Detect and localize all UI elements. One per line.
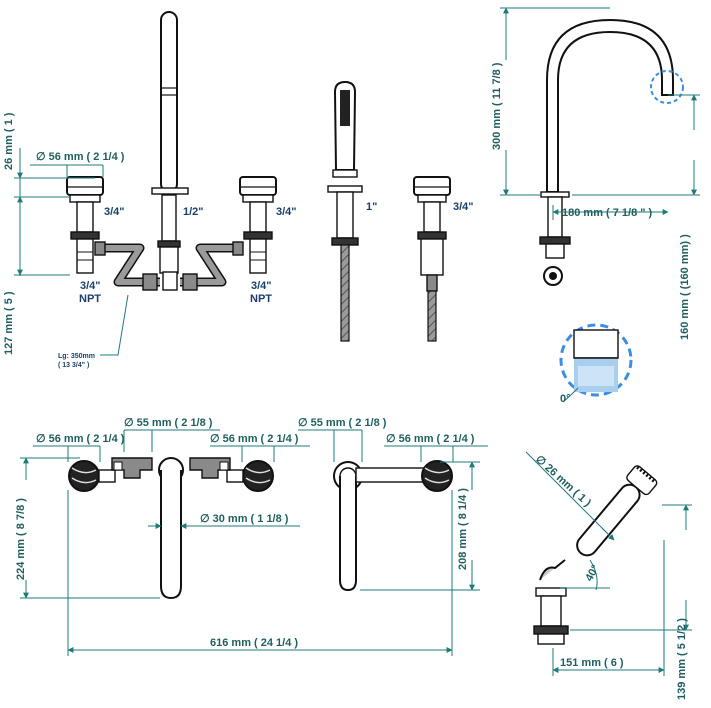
bottom-left-top-view: ∅ 56 mm ( 2 1/4 ) ∅ 55 mm ( 2 1/8 ) ∅ 56… [15,417,453,656]
top-right-spout-side: 300 mm ( 11 7/8 ) 180 mm ( 7 1/8 " ) 160… [491,7,700,405]
label-center-conn: 1/2" [183,206,204,218]
dim-160-mm: 160 mm ( (160 mm) ) [679,234,691,340]
handshower-hose [340,244,350,342]
label-npt-right: NPT [250,293,272,305]
dim-55-bottom-middle: ∅ 55 mm ( 2 1/8 ) [298,417,387,429]
dim-56-bottom-middle: ∅ 56 mm ( 2 1/4 ) [386,433,475,445]
right-knob-top [242,460,274,492]
label-npt-right-size: 3/4" [251,280,272,292]
dim-56-mm-top: ∅ 56 mm ( 2 1/4 ) [36,151,125,163]
label-1-inch: 1" [366,201,377,213]
dim-208-mm: 208 mm ( 8 1/4 ) [457,488,469,570]
handshower-body-top [339,476,357,592]
zero-degree-detail [559,323,633,397]
bottom-right-handshower-angled: ∅ 26 mm ( 1 ) 40° 139 mm ( 5 1/2 ) 151 m… [525,451,692,700]
left-valve-handle [66,176,104,196]
spout-body-top [160,470,182,600]
dim-151-mm: 151 mm ( 6 ) [560,657,624,669]
right-supply-hose [180,245,240,285]
right-valve-handle [239,176,277,196]
dim-139-mm: 139 mm ( 5 1/2 ) [676,618,688,700]
label-npt-left-size: 3/4" [80,280,101,292]
center-spout-tube [160,11,178,193]
left-supply-hose [102,245,160,285]
angle-0-degrees: 0° [560,393,571,405]
dim-30-mm: ∅ 30 mm ( 1 1/8 ) [200,513,289,525]
dim-56-right-bottom: ∅ 56 mm ( 2 1/4 ) [210,433,299,445]
detail-circle-marker [650,70,684,104]
top-left-valve-set: 26 mm ( 1 ) 127 mm ( 5 ) ∅ 56 mm ( 2 1/4… [3,11,297,369]
hose-length-imperial: ( 13 3/4" ) [58,362,89,369]
diverter-handle [413,176,451,196]
dim-616-mm: 616 mm ( 24 1/4 ) [210,637,298,649]
diverter-knob-top [421,460,453,492]
label-diverter-conn: 3/4" [453,201,474,213]
dim-56-left-bottom: ∅ 56 mm ( 2 1/4 ) [36,433,125,445]
dim-224-mm: 224 mm ( 8 7/8 ) [15,498,27,580]
dim-127-mm: 127 mm ( 5 ) [3,291,15,355]
center-deck-flange [151,187,189,195]
dim-26-mm: 26 mm ( 1 ) [3,112,15,170]
label-npt-left: NPT [79,293,101,305]
label-left-conn: 3/4" [104,206,125,218]
gooseneck-spout [546,18,674,193]
label-right-conn: 3/4" [276,206,297,218]
dim-26-mm-diameter: ∅ 26 mm ( 1 ) [533,453,593,509]
hose-length-label: Lg: 350mm [58,353,95,360]
dim-55-bottom-left: ∅ 55 mm ( 2 1/8 ) [124,417,213,429]
top-middle-handshower: 1" 3/4" [327,80,474,342]
angle-40-degrees: 40° [583,563,602,583]
dim-300-mm: 300 mm ( 11 7/8 ) [491,62,503,150]
bottom-middle-top-view: ∅ 55 mm ( 2 1/8 ) ∅ 56 mm ( 2 1/4 ) 208 … [298,417,488,592]
dim-180-mm: 180 mm ( 7 1/8 " ) [562,207,653,219]
left-knob-top [68,460,100,492]
